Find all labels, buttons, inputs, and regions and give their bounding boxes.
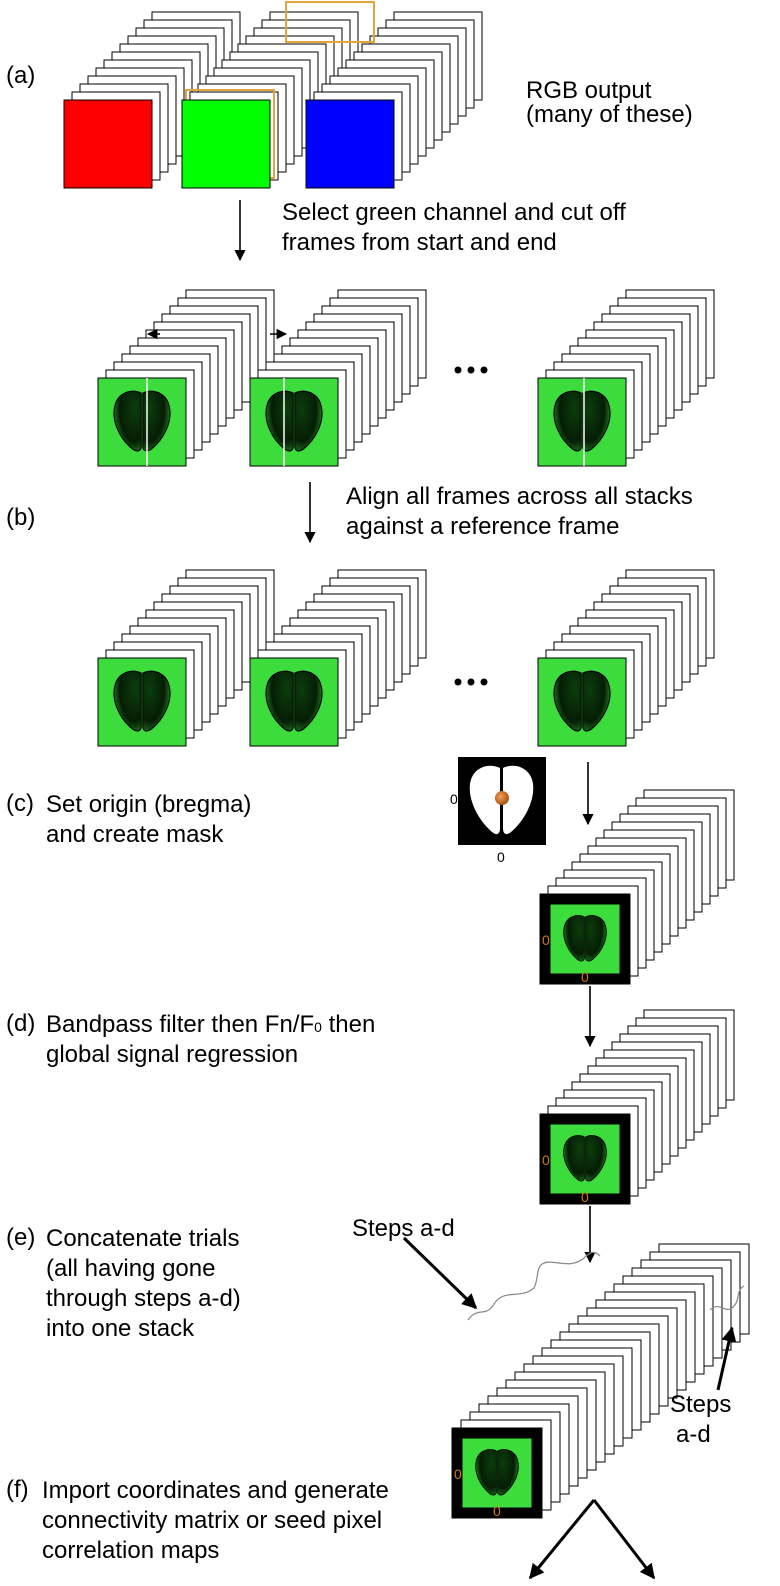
step-e-text-3: through steps a-d) xyxy=(46,1285,241,1312)
green-channel-frame xyxy=(181,99,271,189)
output-arrow-left xyxy=(528,1499,596,1580)
origin-x-marker: 0 xyxy=(581,969,589,985)
steps-pointer-arrows xyxy=(402,1236,737,1580)
step-d-text-1: Bandpass filter then Fn/F0 then xyxy=(46,1010,375,1042)
green-frame xyxy=(249,377,339,467)
blue-channel-frame xyxy=(305,99,395,189)
step-d-text-2: global signal regression xyxy=(46,1041,299,1068)
steps-a-d-top-label: Steps a-d xyxy=(352,1215,455,1242)
cut-stack-3 xyxy=(537,289,715,467)
origin-y-marker: 0 xyxy=(454,1466,462,1482)
step-a-text-1: Select green channel and cut off xyxy=(282,199,626,226)
aligned-stack-2 xyxy=(249,569,427,747)
rgb-output-label: RGB output xyxy=(526,77,652,104)
step-a-text-2: frames from start and end xyxy=(282,229,557,256)
green-frame xyxy=(549,903,621,975)
step-e-text-2: (all having gone xyxy=(46,1255,216,1282)
green-frame xyxy=(549,1123,621,1195)
step-e-text-4: into one stack xyxy=(46,1315,195,1342)
green-frame xyxy=(537,377,627,467)
brace-top xyxy=(467,1251,601,1321)
step-d-text-1-sub: 0 xyxy=(314,1019,322,1035)
steps-a-d-right-label-2: a-d xyxy=(676,1421,711,1448)
cut-stack-1 xyxy=(97,289,275,467)
steps-right-pointer xyxy=(716,1326,737,1391)
step-b-text-1: Align all frames across all stacks xyxy=(346,483,693,510)
red-channel-frame xyxy=(63,99,153,189)
step-e-text-1: Concatenate trials xyxy=(46,1225,240,1252)
step-f-text-2: connectivity matrix or seed pixel xyxy=(42,1507,383,1534)
step-e-id: (e) xyxy=(6,1224,36,1251)
origin-x-marker: 0 xyxy=(493,1503,501,1519)
step-b-text-2: against a reference frame xyxy=(346,513,620,540)
green-frame xyxy=(97,377,187,467)
steps-top-pointer xyxy=(402,1236,478,1310)
step-b-id: (b) xyxy=(6,504,36,531)
step-d-id: (d) xyxy=(6,1010,36,1037)
rgb-output-frames xyxy=(63,1,395,189)
aligned-stack-1 xyxy=(97,569,275,747)
mask-right-hemisphere xyxy=(503,765,534,835)
green-frame xyxy=(537,657,627,747)
step-f-id: (f) xyxy=(6,1476,29,1503)
green-frame xyxy=(249,657,339,747)
origin-x-marker: 0 xyxy=(581,1189,589,1205)
mask-left-hemisphere xyxy=(469,765,500,835)
bregma-origin-dot xyxy=(495,791,509,805)
green-frame xyxy=(97,657,187,747)
rgb-output-sub: (many of these) xyxy=(526,101,693,128)
step-f-text-1: Import coordinates and generate xyxy=(42,1477,389,1504)
step-c-text-1: Set origin (bregma) xyxy=(46,791,252,818)
cut-stack-2 xyxy=(249,289,427,467)
mask-origin-y: 0 xyxy=(450,791,458,807)
step-d-text-1-pre: Bandpass filter then Fn/F xyxy=(46,1011,315,1038)
step-c-text-2: and create mask xyxy=(46,821,224,848)
origin-y-marker: 0 xyxy=(542,1152,550,1168)
aligned-stack-3 xyxy=(537,569,715,747)
step-f-text-3: correlation maps xyxy=(42,1537,220,1564)
origin-y-marker: 0 xyxy=(542,932,550,948)
step-c-id: (c) xyxy=(6,790,34,817)
mask-origin-x: 0 xyxy=(497,849,505,865)
steps-a-d-right-label-1: Steps xyxy=(670,1391,732,1418)
ellipsis-dots xyxy=(454,366,488,686)
step-a-id: (a) xyxy=(6,62,36,89)
brace-right xyxy=(709,1285,745,1311)
green-frame xyxy=(461,1437,533,1509)
output-arrow-right xyxy=(592,1499,656,1580)
concatenated-stack: 00 xyxy=(451,1243,750,1519)
green-channel-highlight-back xyxy=(285,1,375,43)
concatenation-braces xyxy=(467,1251,745,1321)
masked-stack: 00 xyxy=(539,789,735,985)
mask-image xyxy=(458,757,546,845)
filtered-stack: 00 xyxy=(539,1009,735,1205)
step-d-text-1-post: then xyxy=(321,1011,376,1038)
